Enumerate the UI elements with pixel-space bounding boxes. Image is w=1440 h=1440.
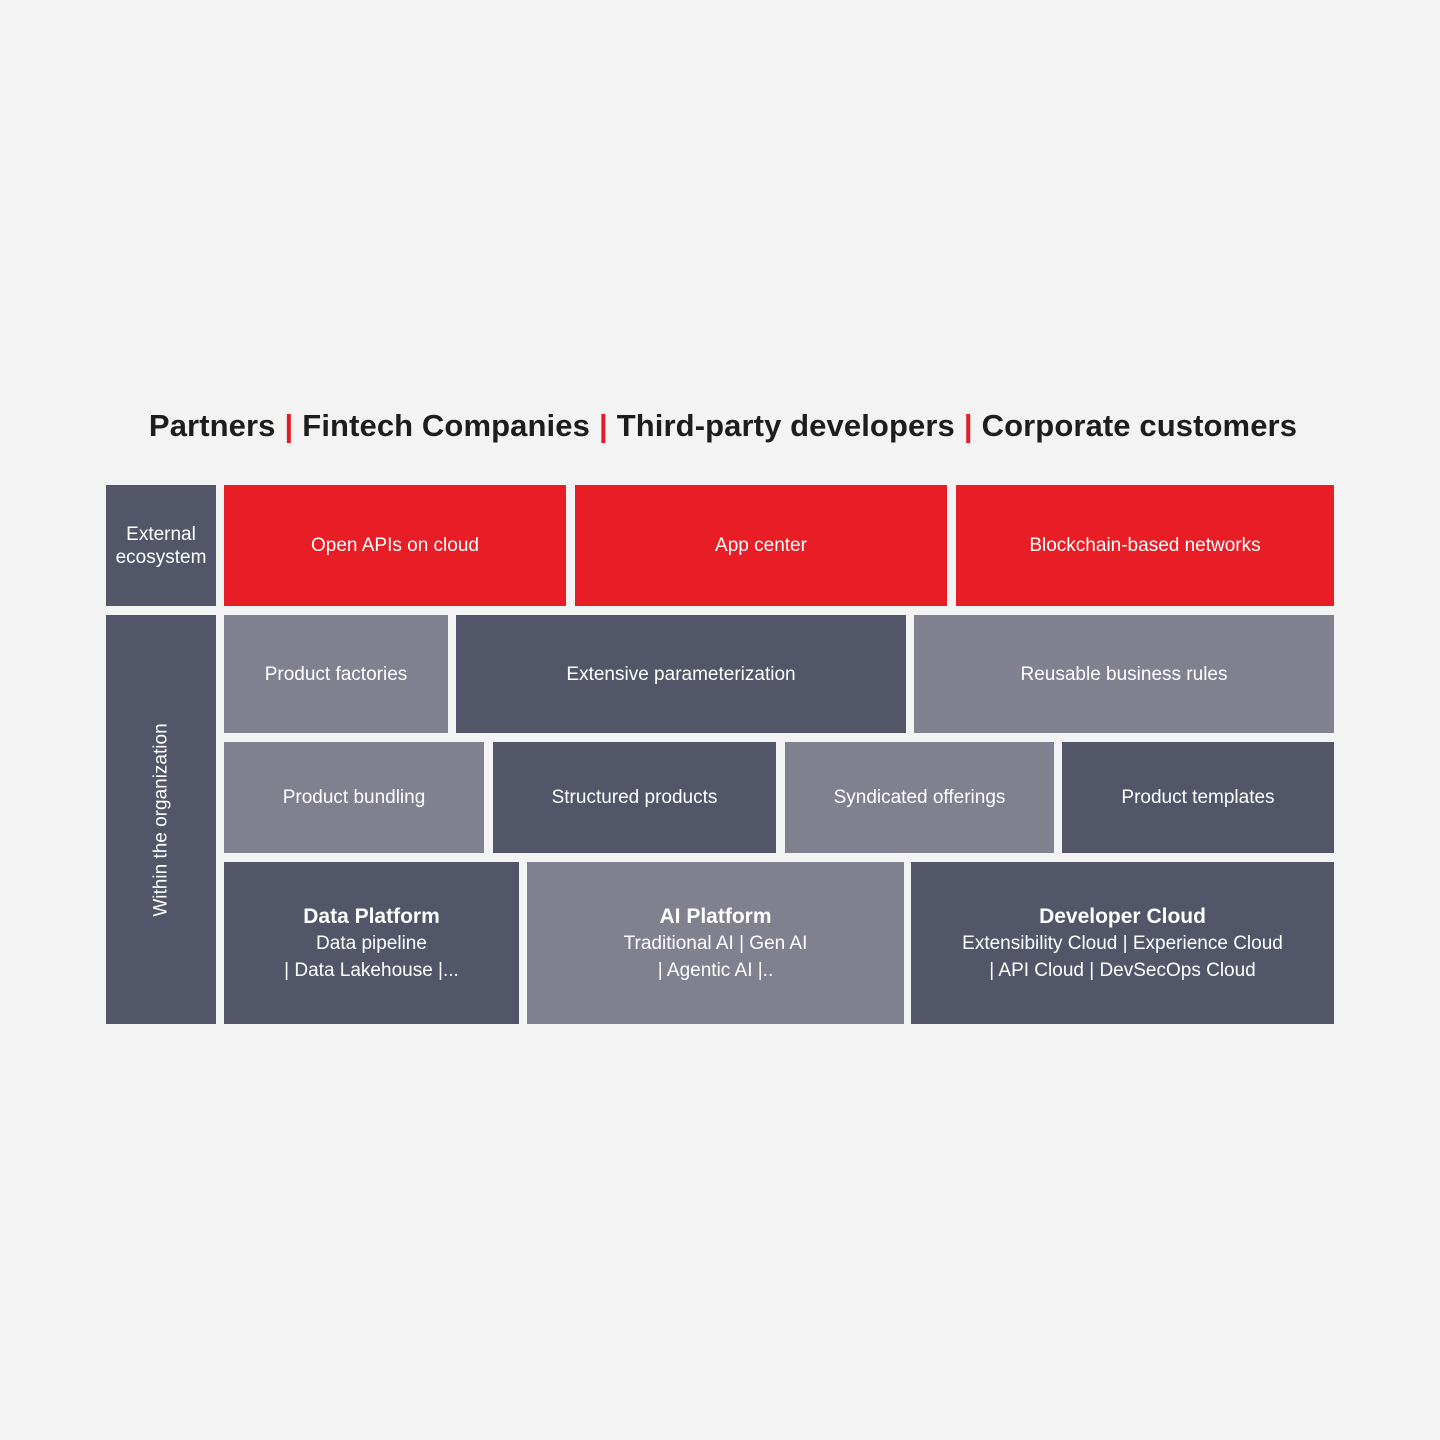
within-organization-text: Within the organization: [150, 722, 172, 917]
within-organization-label: Within the organization: [106, 615, 216, 1024]
platform-title: Developer Cloud: [1039, 904, 1206, 928]
tile-label: Structured products: [551, 787, 718, 808]
headline-partners: Partners: [148, 408, 276, 443]
external-label-line1: External: [126, 523, 196, 545]
headline-separator: |: [284, 408, 294, 443]
platform-title: Data Platform: [303, 904, 440, 928]
developer-cloud-tile: Developer Cloud Extensibility Cloud | Ex…: [911, 862, 1334, 1024]
tile-label: Product templates: [1121, 787, 1275, 808]
product-bundling-tile: Product bundling: [224, 742, 484, 853]
tile-label: Syndicated offerings: [833, 787, 1006, 808]
platform-detail: Extensibility Cloud | Experience Cloud: [962, 932, 1283, 954]
product-templates-tile: Product templates: [1062, 742, 1334, 853]
tile-label: App center: [715, 535, 807, 556]
tile-label: Extensive parameterization: [566, 663, 796, 685]
platform-detail: Traditional AI | Gen AI: [623, 932, 808, 954]
data-platform-tile: Data Platform Data pipeline | Data Lakeh…: [224, 862, 519, 1024]
tile-label: Product bundling: [282, 787, 426, 808]
blockchain-networks-tile: Blockchain-based networks: [956, 485, 1334, 606]
platform-detail: | Agentic AI |..: [657, 959, 774, 981]
tile-label: Blockchain-based networks: [1029, 535, 1261, 556]
headline-separator: |: [963, 408, 973, 443]
tile-label: Reusable business rules: [1020, 663, 1228, 685]
external-label-line2: ecosystem: [115, 546, 207, 568]
headline-corporate: Corporate customers: [981, 408, 1298, 443]
platform-detail: | API Cloud | DevSecOps Cloud: [989, 959, 1256, 981]
structured-products-tile: Structured products: [493, 742, 776, 853]
product-factories-tile: Product factories: [224, 615, 448, 733]
external-ecosystem-label: External ecosystem: [106, 485, 216, 606]
open-apis-tile: Open APIs on cloud: [224, 485, 566, 606]
platform-detail: | Data Lakehouse |...: [284, 959, 459, 981]
extensive-parameterization-tile: Extensive parameterization: [456, 615, 906, 733]
headline-developers: Third-party developers: [616, 408, 955, 443]
platform-detail: Data pipeline: [316, 932, 427, 954]
platform-title: AI Platform: [659, 904, 772, 928]
tile-label: Product factories: [264, 663, 408, 685]
tile-label: Open APIs on cloud: [311, 535, 479, 556]
stakeholder-headline: Partners|Fintech Companies|Third-party d…: [0, 408, 1440, 444]
ai-platform-tile: AI Platform Traditional AI | Gen AI | Ag…: [527, 862, 904, 1024]
app-center-tile: App center: [575, 485, 947, 606]
headline-separator: |: [598, 408, 608, 443]
reusable-business-rules-tile: Reusable business rules: [914, 615, 1334, 733]
headline-fintech: Fintech Companies: [302, 408, 590, 443]
syndicated-offerings-tile: Syndicated offerings: [785, 742, 1054, 853]
